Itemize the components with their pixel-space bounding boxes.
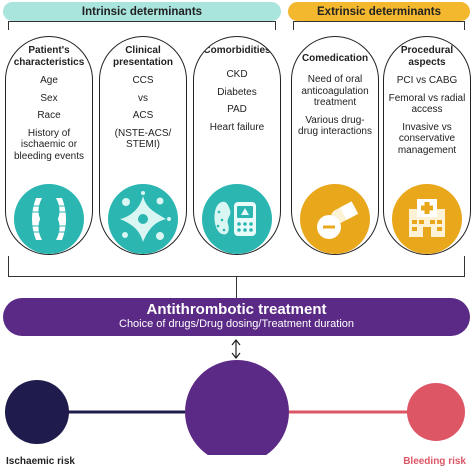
pills-icon xyxy=(300,184,370,254)
connector-line xyxy=(236,276,238,298)
treatment-subtitle: Choice of drugs/Drug dosing/Treatment du… xyxy=(119,318,354,330)
ischaemic-risk-label: Ischaemic risk xyxy=(6,456,75,467)
extrinsic-bracket xyxy=(293,21,465,30)
pill-title: Clinical presentation xyxy=(112,45,173,68)
intrinsic-bracket xyxy=(8,21,276,30)
extrinsic-determinants-banner: Extrinsic determinants xyxy=(288,2,470,21)
pill-title: Patient's characteristics xyxy=(13,45,85,68)
pill-comorbidities: Comorbidities CKD Diabetes PAD Heart fai… xyxy=(193,36,281,255)
risk-balance-diagram xyxy=(5,360,465,455)
list-item: Race xyxy=(37,110,61,121)
list-item: (NSTE-ACS/ STEMI) xyxy=(114,127,172,151)
list-item: Femoral vs radial access xyxy=(388,92,466,116)
intrinsic-determinants-banner: Intrinsic determinants xyxy=(3,2,281,21)
list-item: Age xyxy=(40,75,58,86)
pill-title: Comedication xyxy=(301,53,369,64)
determinants-bottom-bracket xyxy=(8,256,465,277)
pill-list: CKD Diabetes PAD Heart failure xyxy=(194,69,280,139)
list-item: ACS xyxy=(132,110,154,121)
pill-title: Procedural aspects xyxy=(400,45,454,68)
list-item: CCS xyxy=(132,75,154,86)
ischaemic-risk-circle xyxy=(5,380,69,444)
pill-clinical-presentation: Clinical presentation CCS vs ACS (NSTE-A… xyxy=(99,36,187,255)
bleeding-risk-label: Bleeding risk xyxy=(403,456,466,467)
pill-patient-characteristics: Patient's characteristics Age Sex Race H… xyxy=(5,36,93,255)
hospital-icon xyxy=(392,184,462,254)
list-item: Heart failure xyxy=(209,121,265,133)
bleeding-risk-circle xyxy=(407,383,465,441)
double-arrow-icon xyxy=(231,339,241,359)
pill-title: Comorbidities xyxy=(203,45,271,56)
kidney-glucometer-icon xyxy=(202,184,272,254)
list-item: PCI vs CABG xyxy=(396,75,458,86)
antithrombotic-treatment-box: Antithrombotic treatment Choice of drugs… xyxy=(3,298,470,336)
list-item: vs xyxy=(138,92,148,104)
pill-procedural-aspects: Procedural aspects PCI vs CABG Femoral v… xyxy=(383,36,471,255)
platelet-icon xyxy=(108,184,178,254)
list-item: PAD xyxy=(227,104,247,115)
treatment-title: Antithrombotic treatment xyxy=(146,301,327,318)
list-item: Sex xyxy=(40,92,58,104)
list-item: Diabetes xyxy=(217,86,257,98)
list-item: Various drug-drug interactions xyxy=(298,114,372,138)
list-item: Invasive vs conservative management xyxy=(397,121,457,156)
list-item: History of ischaemic or bleeding events xyxy=(13,127,85,162)
list-item: CKD xyxy=(226,69,248,80)
list-item: Need of oral anticoagulation treatment xyxy=(301,74,369,108)
pill-list: Need of oral anticoagulation treatment V… xyxy=(292,74,378,144)
pill-list: Age Sex Race History of ischaemic or ble… xyxy=(6,75,92,168)
pill-list: PCI vs CABG Femoral vs radial access Inv… xyxy=(384,75,470,162)
chromosome-icon xyxy=(14,184,84,254)
balance-circle xyxy=(185,360,289,455)
pill-list: CCS vs ACS (NSTE-ACS/ STEMI) xyxy=(100,75,186,157)
pill-comedication: Comedication Need of oral anticoagulatio… xyxy=(291,36,379,255)
